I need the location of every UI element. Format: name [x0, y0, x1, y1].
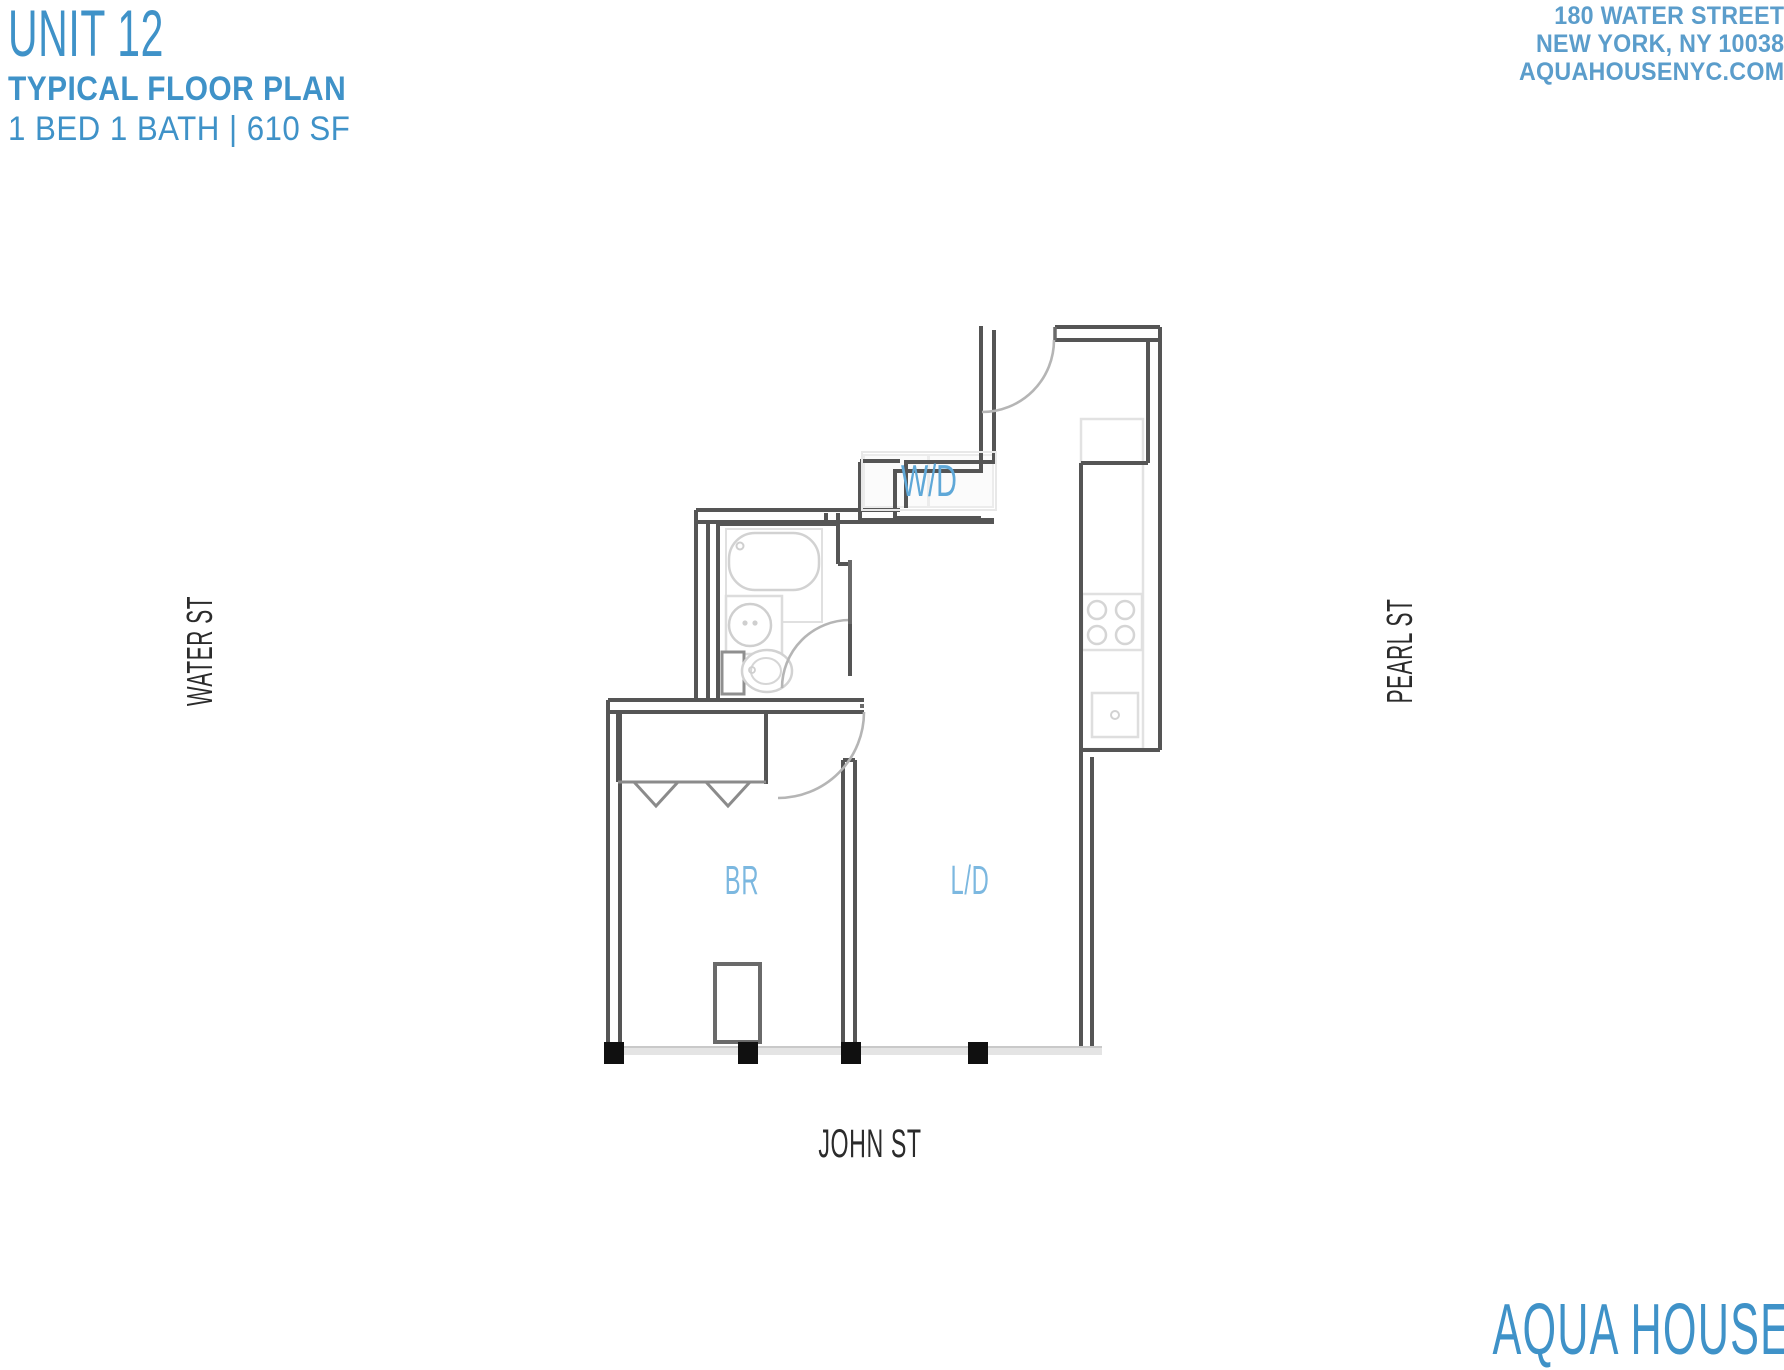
door-swings — [777, 339, 1056, 800]
wall-outline — [606, 325, 1162, 1052]
address-line-city: NEW YORK, NY 10038 — [1535, 30, 1784, 58]
range-cooktop-icon — [1080, 592, 1144, 652]
structural-column — [738, 1042, 758, 1064]
plan-subtitle: TYPICAL FLOOR PLAN — [8, 70, 347, 108]
plan-specs: 1 BED 1 BATH | 610 SF — [8, 110, 351, 148]
brand-logo: AQUA HOUSE — [1492, 1290, 1784, 1370]
structural-column — [968, 1042, 988, 1064]
bedroom-door-arc — [777, 711, 866, 800]
bathroom-door-arc — [780, 618, 851, 689]
vanity-sink-icon — [724, 594, 784, 656]
door-leaves — [848, 560, 864, 708]
room-label-bedroom: BR — [725, 859, 759, 904]
street-label-john-st: JOHN ST — [818, 1122, 922, 1166]
address-line-website[interactable]: AQUAHOUSENYC.COM — [1518, 58, 1784, 86]
address-block: 180 WATER STREET NEW YORK, NY 10038 AQUA… — [1519, 2, 1784, 86]
structural-columns — [604, 1042, 988, 1064]
address-line-street: 180 WATER STREET — [1553, 2, 1784, 30]
kitchen-sink-icon — [1090, 691, 1140, 739]
washer-dryer-closet: W/D — [861, 451, 997, 511]
entry-door-arc — [981, 339, 1056, 414]
bifold-closet-doors-icon — [618, 780, 766, 809]
room-label-living-dining: L/D — [950, 859, 989, 904]
wd-label: W/D — [901, 456, 957, 506]
column-enclosure — [713, 962, 762, 1054]
page-title: UNIT 12 — [8, 0, 164, 70]
toilet-icon — [720, 648, 794, 696]
structural-column — [841, 1042, 861, 1064]
structural-column — [604, 1042, 624, 1064]
title-block: UNIT 12 TYPICAL FLOOR PLAN 1 BED 1 BATH … — [8, 0, 708, 148]
